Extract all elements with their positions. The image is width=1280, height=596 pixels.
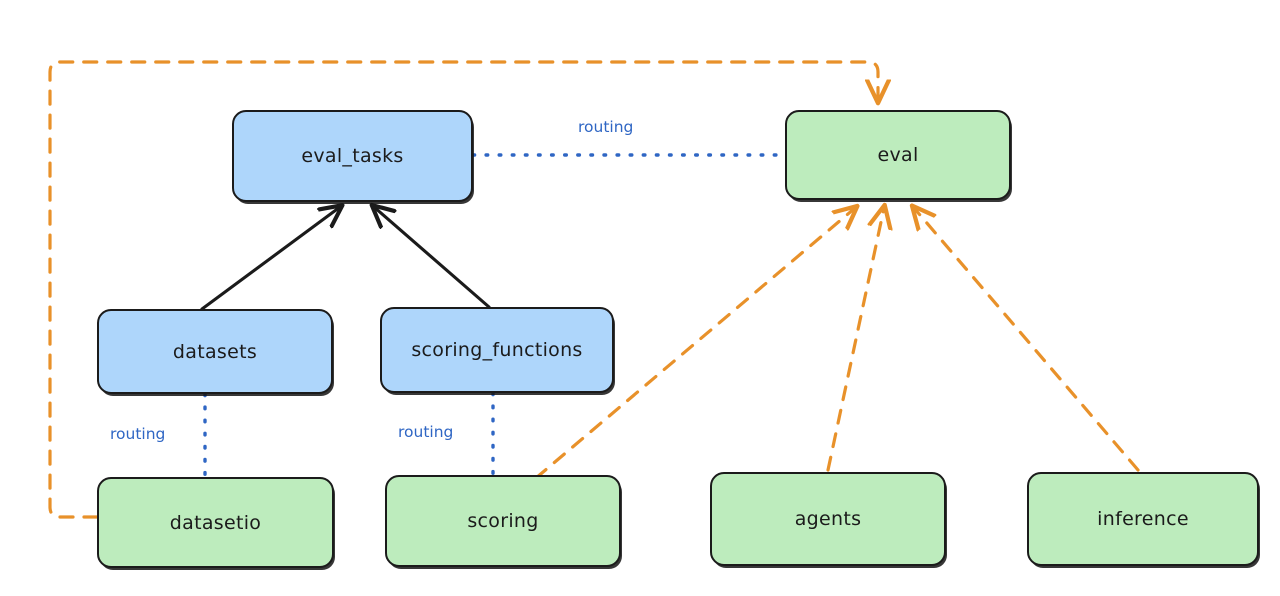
node-agents[interactable]: agents	[710, 472, 946, 566]
edge-label-routing-top: routing	[578, 118, 634, 136]
node-eval[interactable]: eval	[785, 110, 1011, 200]
edge-scoring-to-eval	[534, 208, 855, 480]
edge-datasetio-to-eval	[48, 60, 878, 519]
node-label-datasets: datasets	[172, 340, 258, 363]
edge-inference-to-eval	[914, 208, 1140, 472]
node-label-scoring-functions: scoring_functions	[411, 339, 583, 361]
edge-datasets-to-eval-tasks	[200, 207, 340, 311]
node-datasetio[interactable]: datasetio	[97, 477, 334, 568]
edge-label-routing-middle: routing	[398, 423, 454, 441]
node-inference[interactable]: inference	[1027, 472, 1259, 566]
node-scoring-functions[interactable]: scoring_functions	[380, 307, 614, 393]
node-label-inference: inference	[1097, 508, 1189, 530]
node-label-eval: eval	[877, 144, 919, 166]
node-label-scoring: scoring	[467, 510, 539, 532]
node-eval-tasks[interactable]: eval_tasks	[232, 110, 473, 202]
node-label-datasetio: datasetio	[169, 511, 262, 534]
node-label-agents: agents	[794, 508, 862, 530]
node-scoring[interactable]: scoring	[385, 475, 621, 567]
edge-scoring-functions-to-eval-tasks	[374, 207, 491, 309]
edge-label-routing-left: routing	[110, 425, 166, 443]
node-datasets[interactable]: datasets	[97, 309, 333, 394]
node-label-eval-tasks: eval_tasks	[301, 145, 404, 167]
edge-agents-to-eval	[826, 208, 884, 472]
